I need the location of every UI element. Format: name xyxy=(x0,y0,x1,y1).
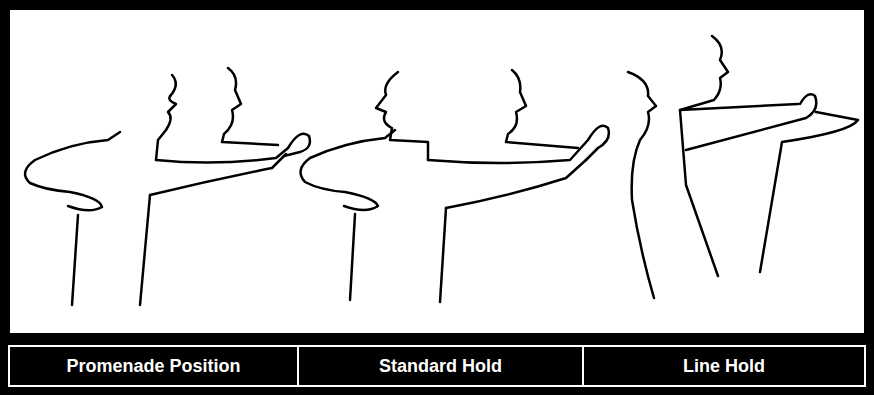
standard-figure xyxy=(301,70,609,302)
follower-head xyxy=(376,72,428,160)
leader-head xyxy=(680,36,798,110)
body-line xyxy=(440,208,446,302)
leader-head xyxy=(506,70,578,148)
drawing-area xyxy=(10,10,864,333)
leader-body xyxy=(680,110,718,276)
extended-arm xyxy=(446,160,586,208)
leader-back xyxy=(350,214,355,300)
follower-profile xyxy=(628,72,656,298)
joined-hands xyxy=(156,134,310,163)
caption-cell: Line Hold xyxy=(582,345,866,387)
extended-arm xyxy=(760,112,858,272)
joined-hands xyxy=(686,94,816,150)
body-line xyxy=(140,195,150,305)
leader-back xyxy=(72,215,78,305)
caption-cell: Standard Hold xyxy=(297,345,584,387)
leader-head xyxy=(222,68,278,145)
follower-head xyxy=(156,75,176,160)
line-hold-figure xyxy=(628,36,858,298)
joined-hands xyxy=(428,126,609,163)
caption-cell: Promenade Position xyxy=(8,345,299,387)
leader-arm xyxy=(301,130,395,210)
promenade-figure xyxy=(25,68,310,305)
leader-arm xyxy=(25,132,120,210)
extended-arm xyxy=(150,154,286,195)
